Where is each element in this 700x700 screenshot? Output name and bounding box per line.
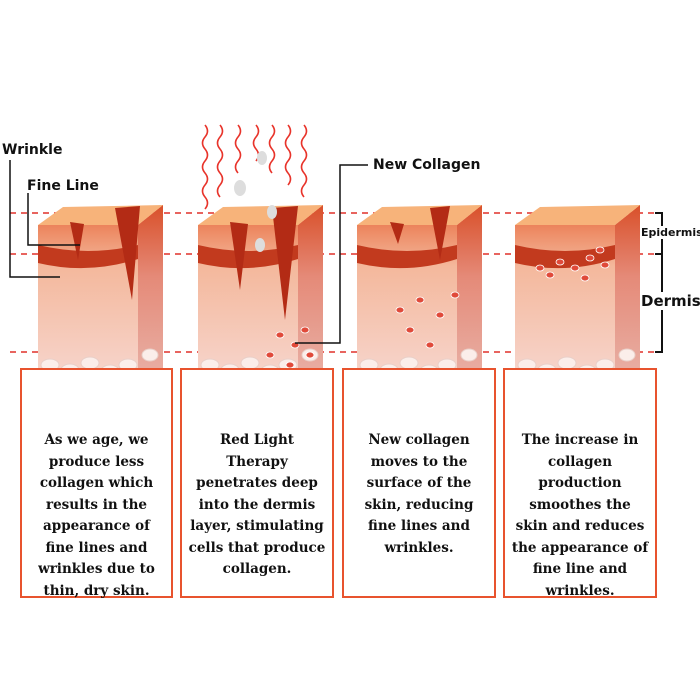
panel-result: The increase in collagen production smoo…	[503, 368, 657, 599]
panel-text: Red Light Therapy penetrates deep into t…	[188, 432, 326, 577]
droplets	[234, 151, 277, 252]
wrinkle-label: Wrinkle	[2, 142, 63, 158]
new-collagen-label: New Collagen	[373, 157, 481, 173]
dermis-label: Dermis	[641, 292, 700, 310]
panel-text: The increase in collagen production smoo…	[511, 432, 649, 599]
panel-text: As we age, we produce less collagen whic…	[38, 432, 155, 599]
red-light-waves	[201, 124, 308, 210]
panel-red-light: Red Light Therapy penetrates deep into t…	[180, 368, 334, 598]
panel-new-collagen: New collagen moves to the surface of the…	[342, 368, 496, 598]
panel-aging: As we age, we produce less collagen whic…	[20, 368, 173, 599]
epidermis-label: Epidermis	[641, 226, 700, 239]
panel-text: New collagen moves to the surface of the…	[364, 432, 474, 556]
fine-line-label: Fine Line	[27, 178, 99, 194]
